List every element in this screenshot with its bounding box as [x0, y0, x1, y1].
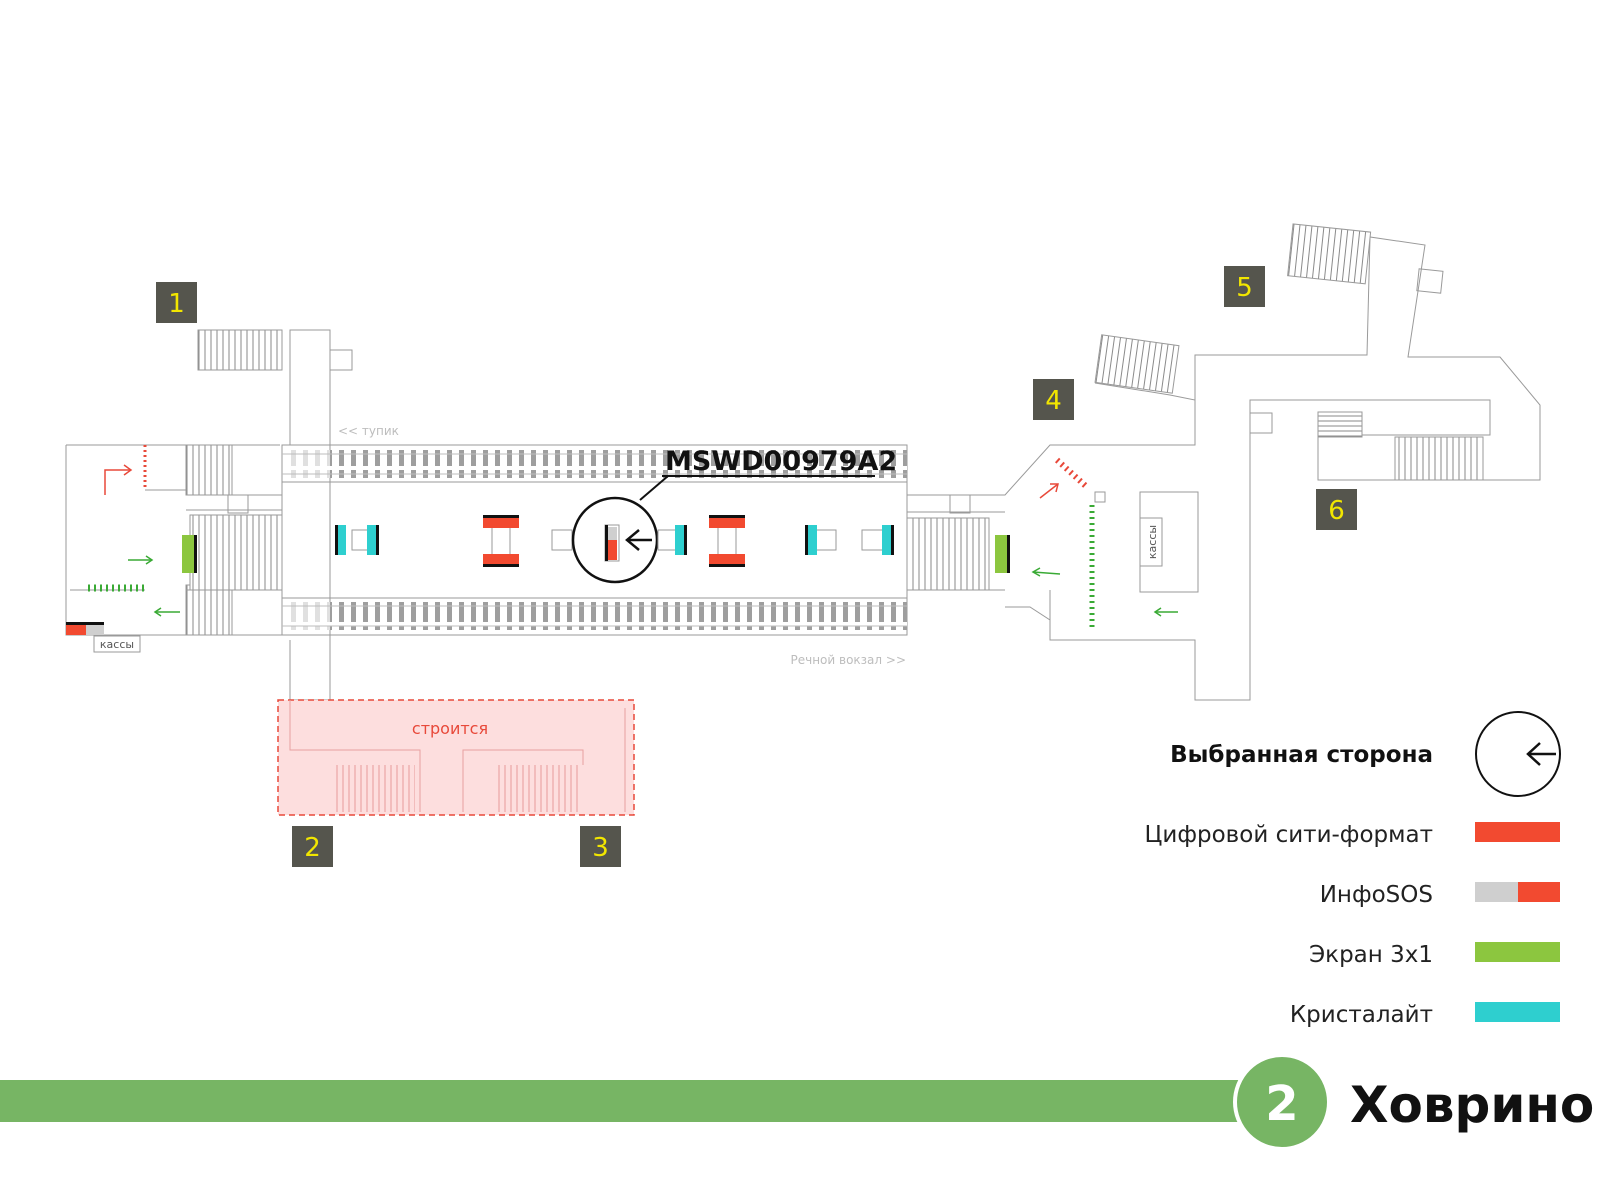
legend-item-infosos-label: ИнфоSOS	[1320, 882, 1433, 908]
line-number-circle	[1233, 1053, 1331, 1151]
direction-right-label: Речной вокзал >>	[791, 653, 907, 667]
legend-swatch-infosos-red	[1518, 882, 1560, 902]
direction-left-label: << тупик	[338, 424, 399, 438]
exit-3-marker: 3	[580, 826, 621, 867]
crystalight-3	[657, 525, 687, 555]
line-bar	[0, 1080, 1240, 1122]
right-vestibule	[906, 223, 1541, 701]
selected-side-icon	[1475, 711, 1561, 797]
exit-2-label: 2	[304, 833, 321, 863]
exit-4-label: 4	[1045, 386, 1062, 416]
kassy-right-label: кассы	[1146, 525, 1159, 559]
legend-swatch-city-format	[1475, 822, 1560, 842]
infosos-left	[66, 624, 86, 635]
exit-6-label: 6	[1328, 496, 1345, 526]
right-markings	[995, 457, 1178, 630]
construction-label: строится	[412, 719, 488, 738]
track-bottom	[330, 602, 907, 630]
crystalight-5	[861, 525, 894, 555]
station-name: Ховрино	[1350, 1076, 1594, 1134]
track-top	[330, 450, 907, 478]
legend-swatch-screen	[1475, 942, 1560, 962]
city-format-2	[709, 515, 745, 567]
ad-code-label: MSWD00979A2	[665, 446, 897, 477]
selected-infosos: MSWD00979A2	[571, 446, 897, 584]
crystalight-1	[335, 525, 379, 555]
city-format-1	[483, 515, 519, 567]
legend-item-crystalight-label: Кристалайт	[1290, 1002, 1433, 1028]
legend-swatch-infosos-grey	[1475, 882, 1518, 902]
exit-2-marker: 2	[292, 826, 333, 867]
exit-3-label: 3	[592, 833, 609, 863]
platform: << тупик Речной вокзал >>	[281, 424, 908, 667]
legend: Выбранная сторона Цифровой сити-формат И…	[1145, 711, 1561, 1028]
left-markings: кассы	[66, 445, 197, 653]
crystalight-2	[551, 529, 573, 551]
line-number: 2	[1265, 1076, 1298, 1132]
construction-zone: строится	[277, 699, 635, 816]
crystalight-4	[805, 525, 837, 555]
platform-ads: MSWD00979A2	[335, 446, 897, 584]
line-banner: 2 Ховрино	[0, 1053, 1594, 1151]
kassy-left-label: кассы	[100, 638, 134, 651]
left-vestibule	[65, 329, 353, 701]
exit-6-marker: 6	[1316, 489, 1357, 530]
exit-5-marker: 5	[1224, 266, 1265, 307]
exit-1-label: 1	[168, 289, 185, 319]
exit-1-marker: 1	[156, 282, 197, 323]
legend-item-city-format-label: Цифровой сити-формат	[1145, 822, 1433, 848]
legend-selected-side-label: Выбранная сторона	[1170, 742, 1433, 768]
legend-swatch-crystalight	[1475, 1002, 1560, 1022]
screen-3x1-left	[182, 535, 194, 573]
exit-5-label: 5	[1236, 273, 1253, 303]
legend-item-screen-label: Экран 3х1	[1309, 942, 1433, 968]
screen-3x1-right	[995, 535, 1007, 573]
exit-markers: 1 2 3 4 5 6	[156, 266, 1357, 867]
exit-4-marker: 4	[1033, 379, 1074, 420]
